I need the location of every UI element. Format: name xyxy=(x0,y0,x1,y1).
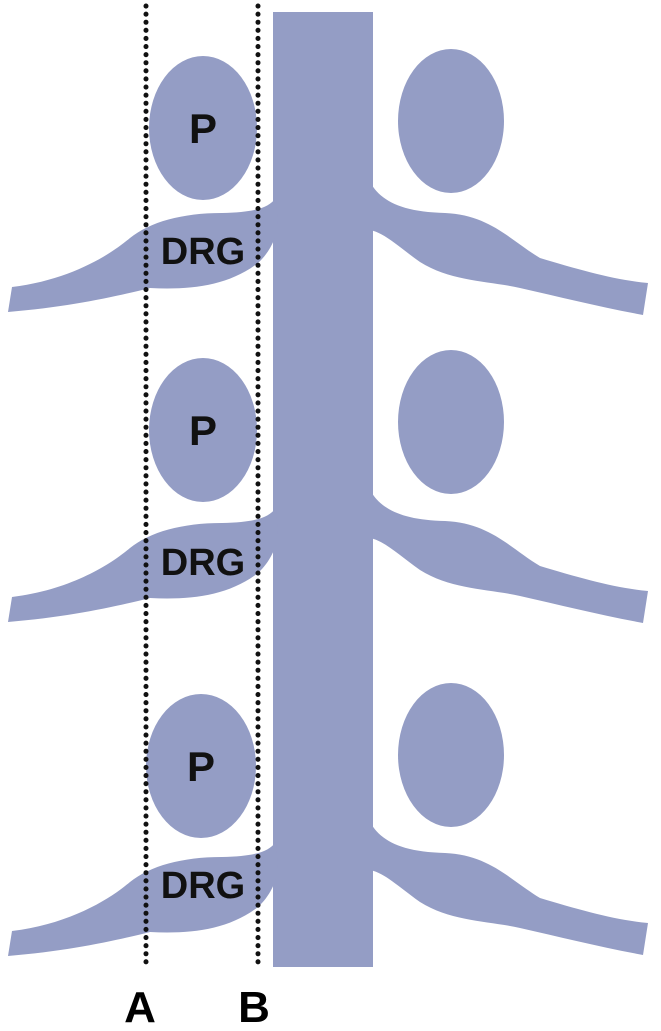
pedicle-label-3: P xyxy=(187,743,215,790)
pedicle-right-2 xyxy=(398,350,504,494)
nerve-root-right-2 xyxy=(370,490,648,623)
plane-label-b: B xyxy=(238,983,270,1031)
nerve-root-left-1 xyxy=(8,198,278,312)
pedicle-left-1 xyxy=(149,56,257,200)
drg-label-3: DRG xyxy=(161,865,245,907)
segment-level-2: P DRG xyxy=(8,350,648,623)
segment-level-1: P DRG xyxy=(8,49,648,315)
segment-level-3: P DRG xyxy=(8,683,648,956)
pedicle-right-3 xyxy=(398,683,504,827)
pedicle-right-1 xyxy=(398,49,504,193)
drg-label-2: DRG xyxy=(161,542,245,584)
nerve-root-left-3 xyxy=(8,842,278,956)
nerve-root-right-3 xyxy=(370,822,648,955)
plane-label-a: A xyxy=(124,983,156,1031)
pedicle-label-2: P xyxy=(189,407,217,454)
nerve-root-right-1 xyxy=(370,182,648,315)
spinal-cord xyxy=(273,12,373,967)
drg-label-1: DRG xyxy=(161,231,245,273)
nerve-root-left-2 xyxy=(8,508,278,622)
pedicle-left-2 xyxy=(149,358,257,502)
pedicle-left-3 xyxy=(146,694,256,838)
pedicle-label-1: P xyxy=(189,105,217,152)
